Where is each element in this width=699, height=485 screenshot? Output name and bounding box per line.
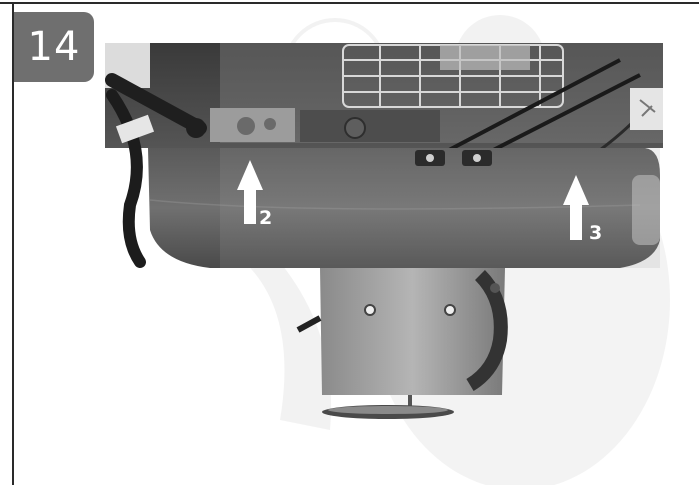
callout-label-2: 2: [259, 207, 273, 229]
page-frame-top: [0, 2, 699, 4]
step-number-badge: 14: [14, 12, 94, 82]
discharge-chute: [320, 268, 505, 395]
up-arrow-icon: [237, 160, 263, 224]
up-arrow-icon: [563, 175, 589, 240]
callout-label-3: 3: [589, 222, 603, 244]
mower-deck: [148, 148, 660, 268]
page-frame-left: [12, 3, 14, 485]
